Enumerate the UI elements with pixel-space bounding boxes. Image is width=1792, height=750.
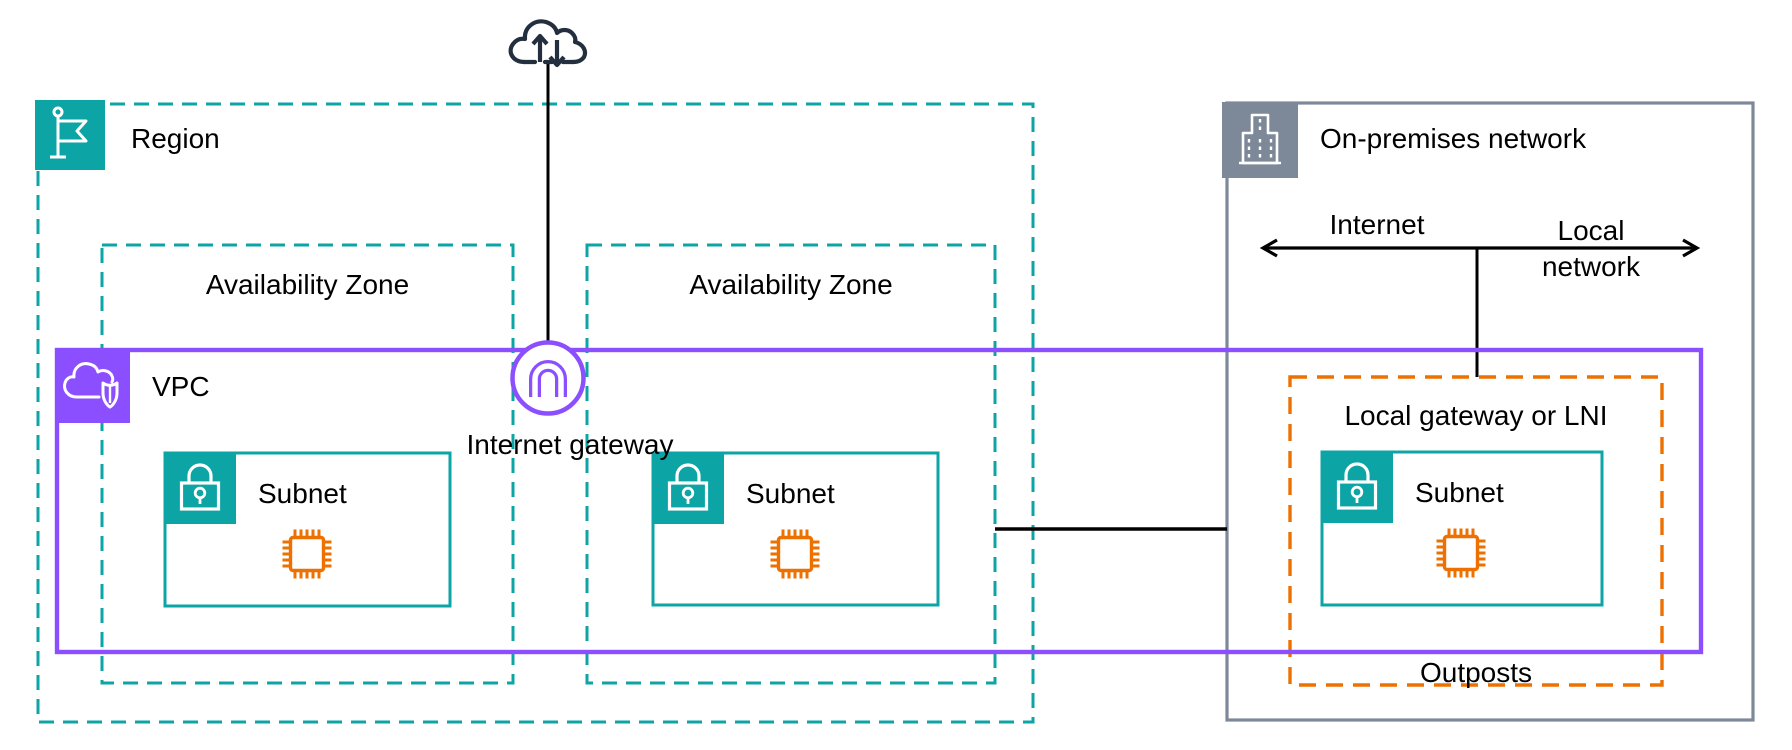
arrow-right-head-icon bbox=[1682, 238, 1701, 258]
lock-icon bbox=[667, 463, 709, 511]
chip-icon bbox=[282, 529, 332, 579]
subnet-3-box bbox=[1320, 450, 1604, 607]
vpc-label: VPC bbox=[152, 371, 210, 402]
availability-zone-1-box bbox=[100, 243, 515, 685]
on-premises-icon bbox=[1222, 102, 1298, 178]
outposts-box bbox=[1288, 375, 1664, 687]
on-premises-box bbox=[1225, 101, 1755, 722]
availability-zone-2-label: Availability Zone bbox=[689, 269, 893, 300]
cloud-shield-icon bbox=[63, 362, 119, 409]
internet-cloud-icon bbox=[508, 19, 588, 68]
building-icon bbox=[1239, 113, 1281, 165]
internet-arrow-label: Internet bbox=[1329, 209, 1425, 240]
subnet-1-box bbox=[163, 451, 452, 608]
subnet-2-label: Subnet bbox=[746, 478, 835, 509]
vpc-icon bbox=[56, 349, 130, 423]
subnet-3-lock bbox=[1321, 451, 1393, 523]
lock-icon bbox=[179, 463, 221, 511]
on-premises-label: On-premises network bbox=[1320, 123, 1587, 154]
region-label: Region bbox=[131, 123, 220, 154]
subnet-2-lock bbox=[652, 452, 724, 524]
outposts-label: Outposts bbox=[1419, 657, 1533, 688]
local-gateway-label: Local gateway or LNI bbox=[1344, 400, 1608, 431]
internet-gateway-label: Internet gateway bbox=[466, 429, 674, 460]
arrow-left-head-icon bbox=[1259, 238, 1278, 258]
local-network-arrow-label: Local network bbox=[1541, 215, 1641, 282]
region-icon bbox=[35, 100, 105, 170]
chip-icon bbox=[770, 529, 820, 579]
subnet-1-lock bbox=[164, 452, 236, 524]
subnet-1-label: Subnet bbox=[258, 478, 347, 509]
region-box bbox=[36, 102, 1035, 724]
subnet-3-label: Subnet bbox=[1415, 477, 1504, 508]
chip-icon bbox=[1436, 528, 1486, 578]
vpc-box bbox=[54, 347, 1704, 655]
flag-icon bbox=[50, 106, 88, 159]
lock-icon bbox=[1336, 462, 1378, 510]
subnet-2-box bbox=[651, 451, 940, 607]
availability-zone-2-box bbox=[585, 243, 997, 685]
availability-zone-1-label: Availability Zone bbox=[205, 269, 410, 300]
internet-gateway-icon bbox=[510, 340, 586, 416]
